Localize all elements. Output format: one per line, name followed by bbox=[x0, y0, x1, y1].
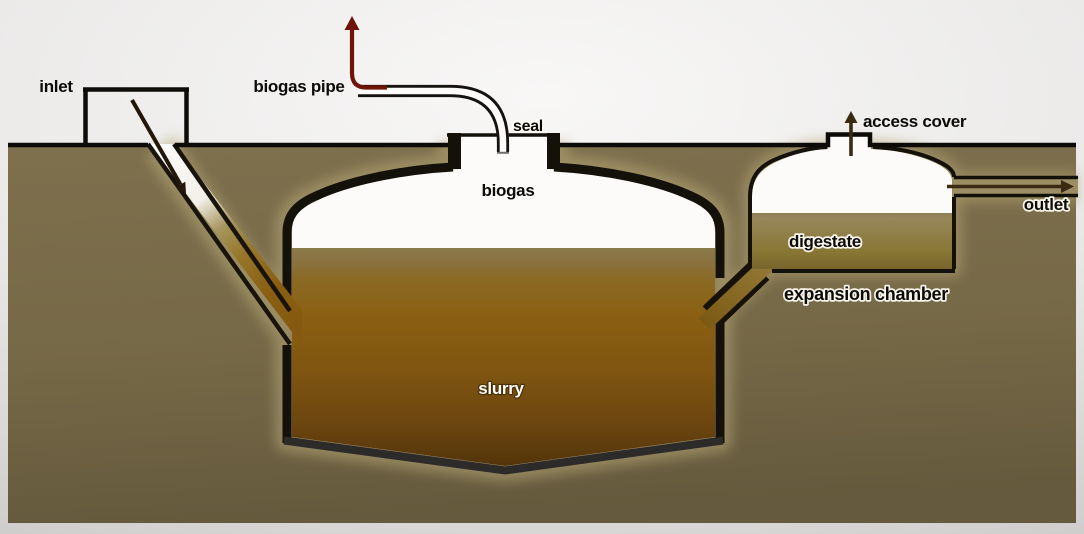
biogas-label: biogas bbox=[482, 181, 535, 200]
inlet-flow-arrow bbox=[130, 99, 186, 194]
seal-label: seal bbox=[513, 118, 543, 135]
biogas-pipe bbox=[358, 84, 510, 154]
digester-tank bbox=[282, 133, 725, 475]
access-cover-label: access cover bbox=[863, 112, 967, 131]
ground-surface-line bbox=[8, 132, 1076, 148]
digestate-label: digestate bbox=[789, 232, 861, 251]
expansion-chamber bbox=[748, 137, 956, 273]
access-cover-arrow bbox=[844, 111, 858, 156]
digestate-body bbox=[752, 213, 952, 269]
digester-outline bbox=[282, 162, 725, 443]
chamber-outline bbox=[748, 145, 956, 273]
slurry-body bbox=[292, 248, 715, 466]
transfer-pipe bbox=[698, 256, 776, 330]
expansion-chamber-label: expansion chamber bbox=[784, 284, 948, 304]
outlet-flow-arrow bbox=[947, 180, 1074, 193]
biogas-pipe-label: biogas pipe bbox=[253, 77, 344, 96]
inlet-label: inlet bbox=[39, 77, 73, 96]
digester-bottom-outline bbox=[283, 436, 724, 475]
slurry-label: slurry bbox=[478, 379, 524, 398]
seal-neck bbox=[447, 133, 560, 169]
biogas-flow-arrow bbox=[344, 16, 387, 90]
outlet-label: outlet bbox=[1024, 195, 1069, 214]
inlet-pipe bbox=[146, 142, 302, 346]
inlet-funnel bbox=[83, 87, 189, 145]
